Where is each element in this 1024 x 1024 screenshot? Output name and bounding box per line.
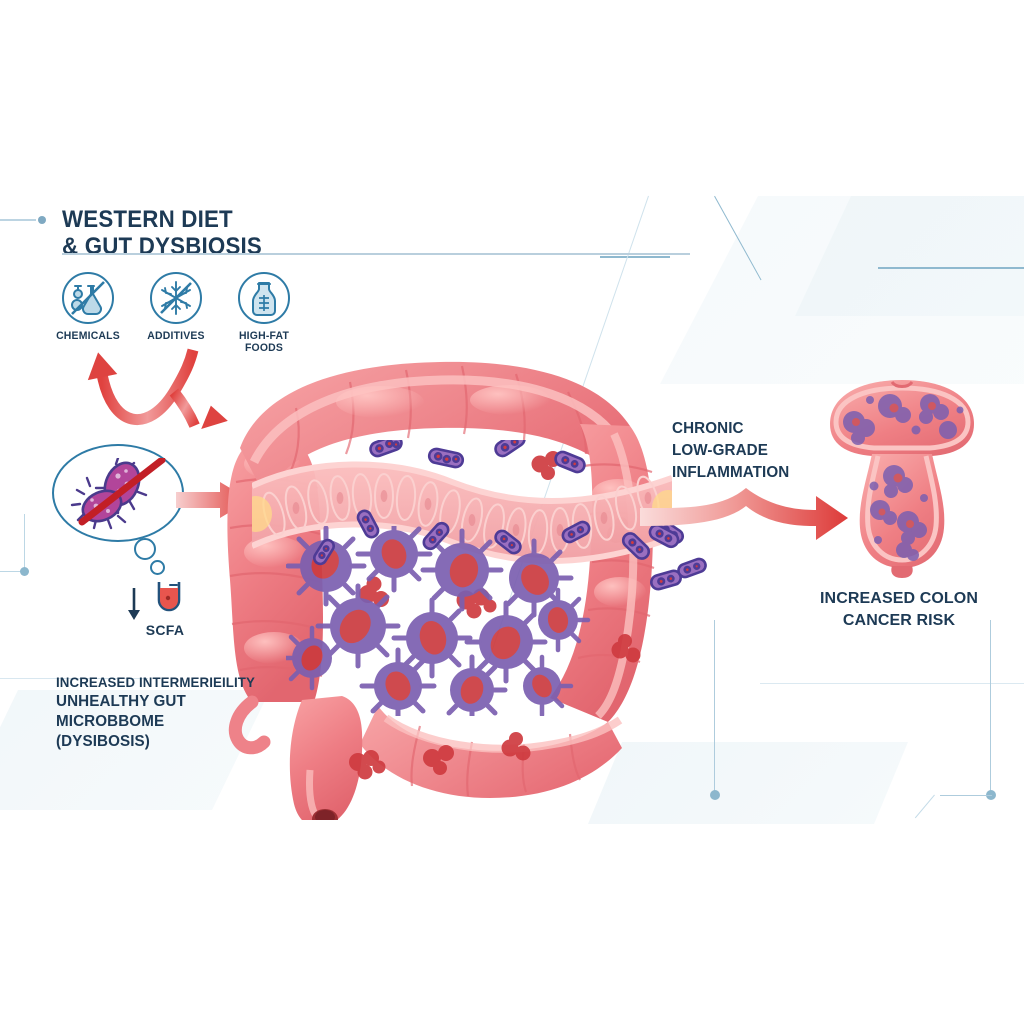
callout-left-line-2: UNHEALTHY GUT	[56, 693, 186, 710]
callout-right-line-2: CANCER RISK	[842, 612, 956, 629]
bg-line-left-horizontal	[600, 256, 670, 258]
crossed-out-bacteria-icon	[70, 458, 166, 530]
bg-line-mid-horizontal	[760, 683, 1024, 685]
title-line-2: & GUT DYSBIOSIS	[62, 233, 262, 260]
callout-colon-cancer-risk: INCREASED COLON CANCER RISK	[806, 588, 992, 632]
rectum	[289, 696, 363, 820]
bg-dot-bottom-2	[986, 790, 996, 800]
down-arrow-icon	[128, 588, 140, 620]
bg-line-bottom-diagonal-2	[914, 794, 936, 819]
bg-parallelogram-top-right	[795, 196, 1024, 316]
callout-chronic-inflammation: CHRONIC LOW-GRADE INFLAMMATION	[672, 418, 796, 484]
bg-line-diagonal-top	[714, 195, 762, 281]
bg-line-bottom-vertical-2	[990, 620, 992, 795]
bg-parallelogram-top-right-2	[660, 196, 1024, 384]
bg-line-bottom-vertical-1	[714, 620, 716, 795]
arrow-colon-to-polyp	[640, 488, 848, 540]
bg-dot-left	[20, 567, 29, 576]
bg-line-left-stub	[0, 571, 26, 573]
diet-factor-label: HIGH-FAT	[238, 330, 290, 342]
callout-mid-line-2: LOW-GRADE	[672, 442, 768, 459]
free-rod-bacteria	[312, 440, 685, 591]
title-underline-rule	[62, 253, 690, 255]
bg-line-right-horizontal	[878, 267, 1024, 269]
additives-snowflake-prohibited-icon	[150, 272, 202, 324]
title-line-1: WESTERN DIET	[62, 206, 233, 233]
high-fat-foods-bottle-icon	[238, 272, 290, 324]
callout-left-line-1: INCREASED INTERMERIEILITY	[56, 674, 255, 690]
sigmoid-colon	[360, 706, 623, 798]
colon-polyp-illustration	[830, 380, 974, 578]
title-bullet-dot	[38, 216, 46, 224]
crossed-out-bacteria-bubble	[52, 444, 184, 575]
diet-factor-label: CHEMICALS	[56, 330, 120, 342]
diet-factor-label: ADDITIVES	[147, 330, 205, 342]
bg-line-left-vertical	[24, 514, 26, 572]
scfa-label: SCFA	[145, 622, 185, 638]
page-title: WESTERN DIET & GUT DYSBIOSIS	[62, 206, 277, 260]
bg-dot-bottom-1	[710, 790, 720, 800]
callout-right-line-1: INCREASED COLON	[820, 590, 978, 607]
title-connector-line	[0, 219, 36, 221]
free-rod-bacteria-outside-right	[648, 523, 707, 579]
bg-line-bottom-horizontal-2	[940, 795, 992, 797]
callout-unhealthy-microbiome: INCREASED INTERMERIEILITY UNHEALTHY GUT …	[56, 673, 265, 752]
bubble-small-2	[150, 560, 165, 575]
chemicals-prohibited-icon	[62, 272, 114, 324]
bubble-small-1	[134, 538, 156, 560]
callout-mid-line-3: INFLAMMATION	[672, 464, 790, 481]
callout-mid-line-1: CHRONIC	[672, 420, 744, 437]
callout-left-line-4: (DYSIBOSIS)	[56, 733, 150, 750]
test-tube-icon	[154, 568, 184, 612]
diet-factor-high-fat-foods: HIGH-FAT FOODS	[221, 272, 307, 354]
diet-factor-chemicals: CHEMICALS	[45, 272, 131, 342]
callout-left-line-3: MICROBBOME	[56, 713, 165, 730]
cecum-appendix	[228, 695, 271, 755]
diet-factor-additives: ADDITIVES	[133, 272, 219, 342]
arrow-diet-to-gut	[87, 348, 228, 429]
diet-factor-label-2: FOODS	[244, 342, 284, 354]
